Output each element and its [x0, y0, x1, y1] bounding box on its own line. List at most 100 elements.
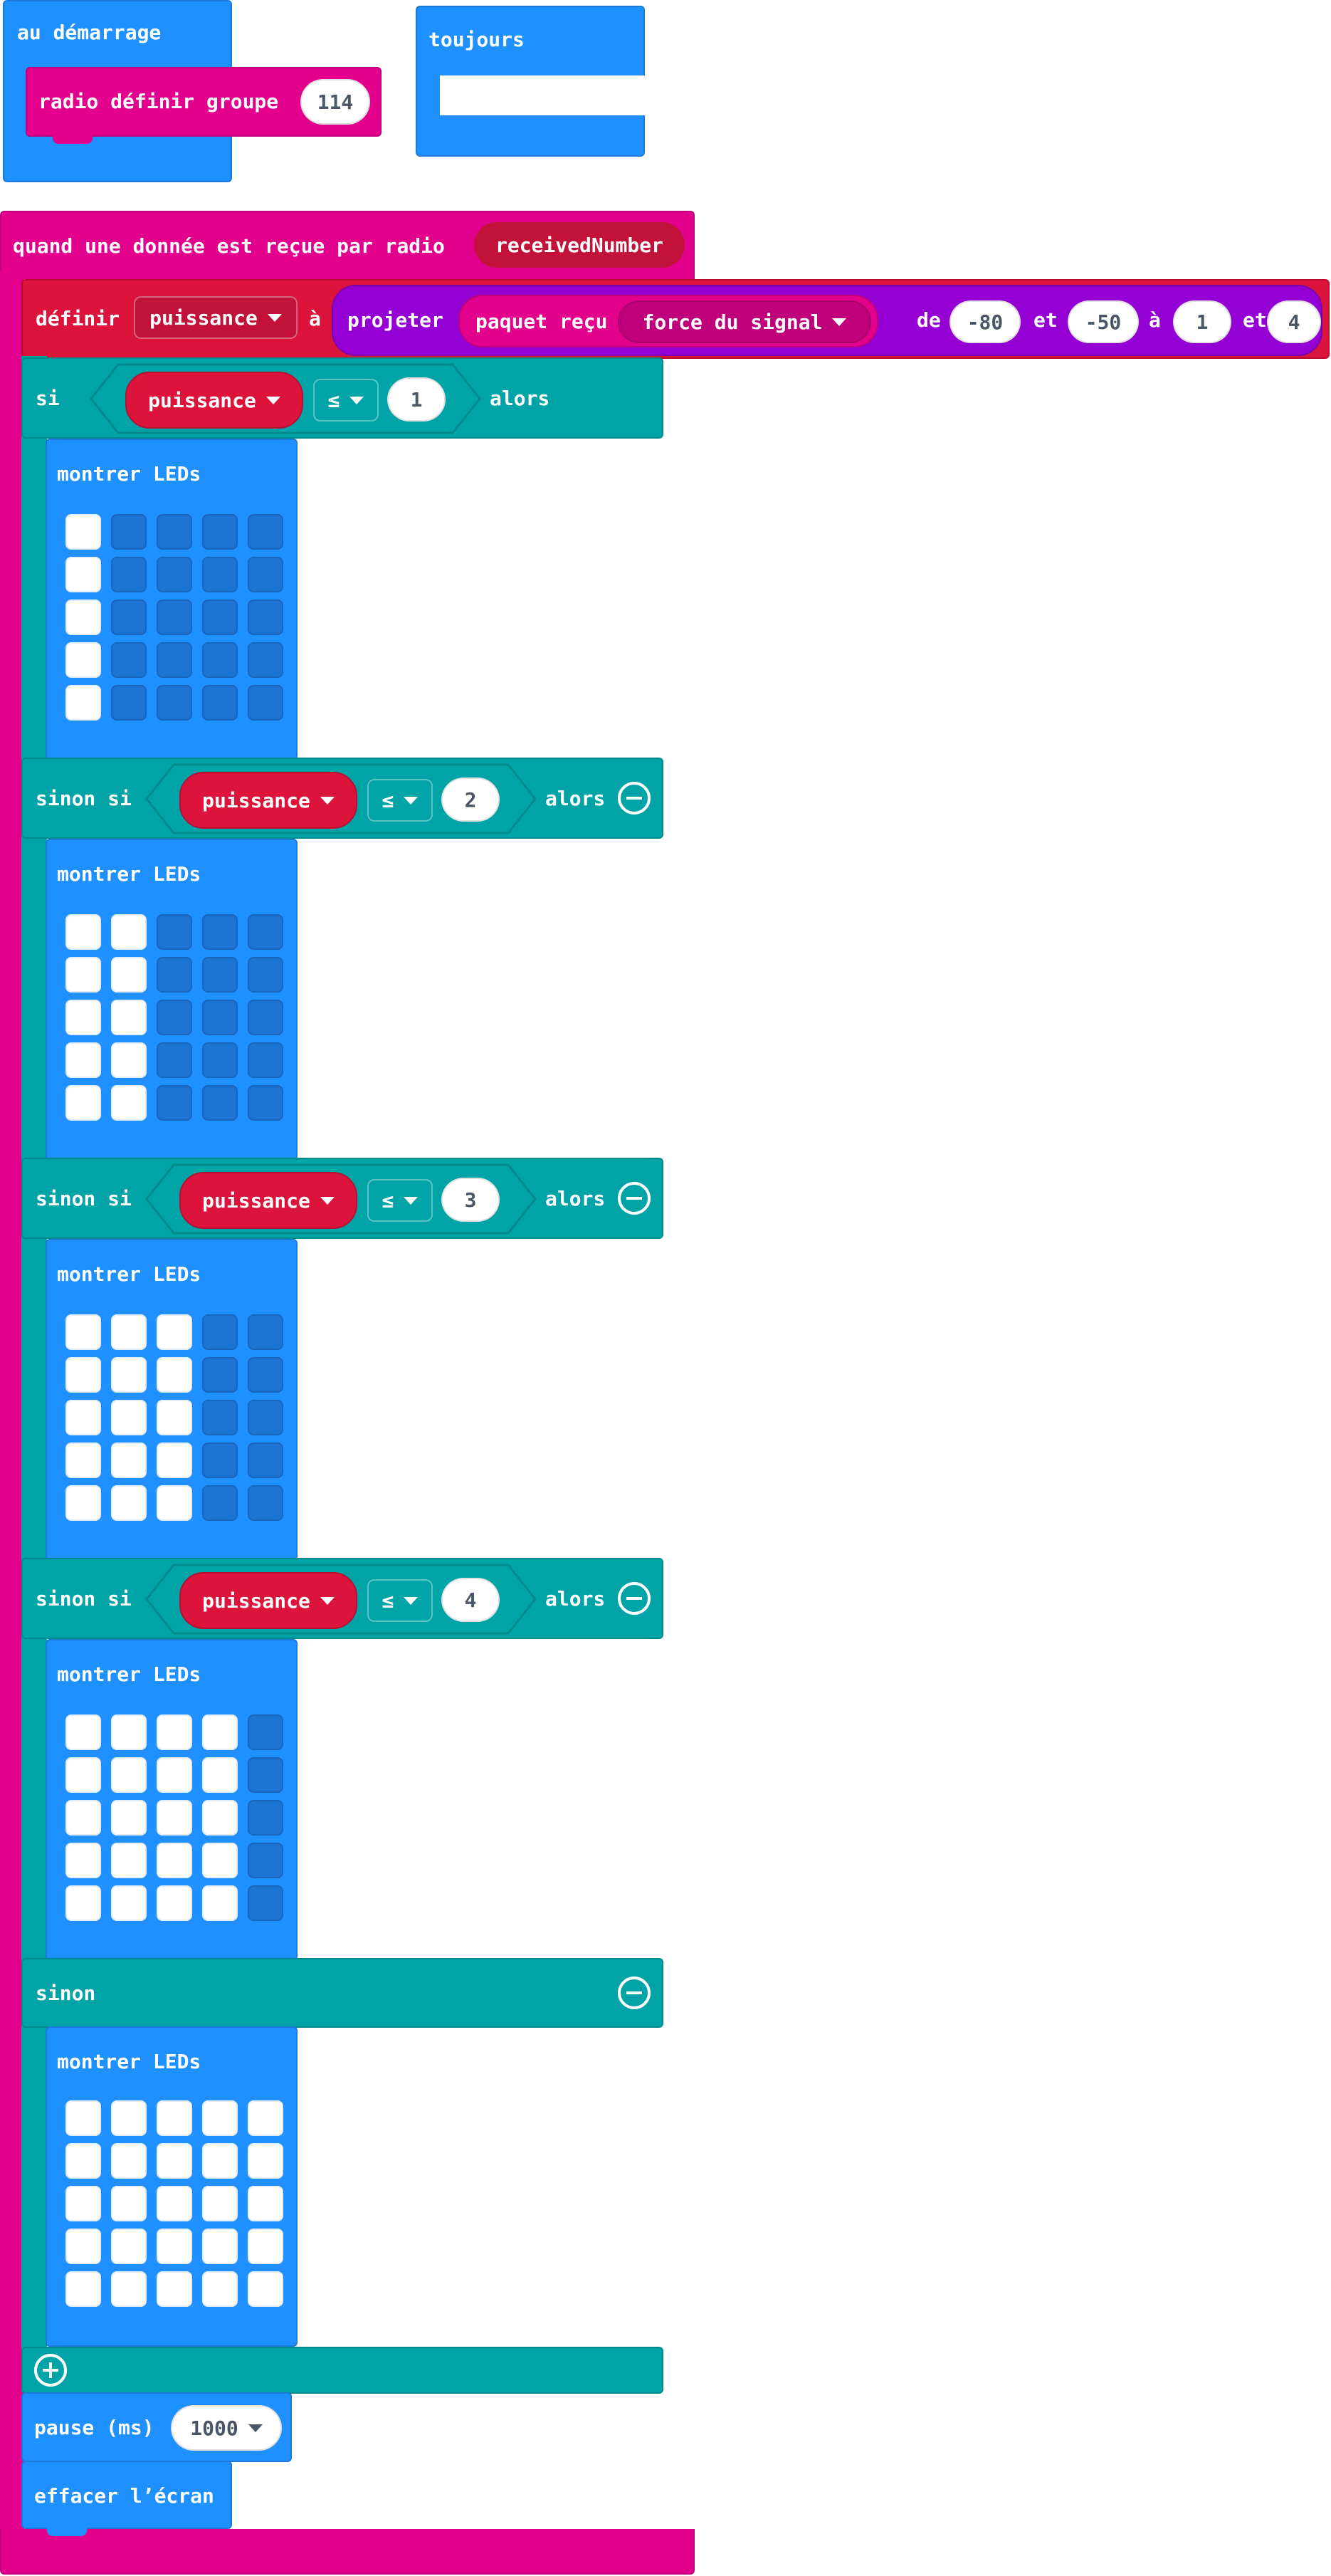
comparison-variable-1[interactable]: puissance	[125, 372, 303, 429]
led-cell[interactable]	[202, 1314, 238, 1350]
led-cell[interactable]	[248, 1085, 283, 1121]
led-cell[interactable]	[202, 2229, 238, 2264]
forever-block[interactable]: toujours	[416, 6, 648, 157]
led-cell[interactable]	[111, 1800, 147, 1836]
led-cell[interactable]	[65, 957, 101, 993]
led-cell[interactable]	[202, 2100, 238, 2136]
on-radio-received-block[interactable]: quand une donnée est reçue par radio rec…	[0, 211, 695, 279]
led-cell[interactable]	[111, 1757, 147, 1793]
led-cell[interactable]	[111, 2229, 147, 2264]
led-cell[interactable]	[157, 2143, 192, 2179]
led-cell[interactable]	[157, 1400, 192, 1435]
from-low-input[interactable]: -80	[949, 300, 1021, 343]
led-cell[interactable]	[157, 1357, 192, 1393]
led-cell[interactable]	[248, 642, 283, 678]
show-leds-block-1[interactable]: montrer LEDs	[46, 439, 298, 760]
led-cell[interactable]	[248, 600, 283, 635]
led-cell[interactable]	[65, 1400, 101, 1435]
led-cell[interactable]	[157, 1042, 192, 1078]
led-cell[interactable]	[157, 1843, 192, 1878]
led-cell[interactable]	[157, 514, 192, 550]
led-cell[interactable]	[248, 1443, 283, 1478]
led-grid-2[interactable]	[65, 914, 286, 1135]
led-cell[interactable]	[248, 514, 283, 550]
led-cell[interactable]	[202, 1357, 238, 1393]
led-cell[interactable]	[65, 1314, 101, 1350]
led-cell[interactable]	[248, 2271, 283, 2307]
led-cell[interactable]	[248, 1885, 283, 1921]
comparison-value-input-4[interactable]: 4	[441, 1578, 500, 1622]
led-cell[interactable]	[157, 1085, 192, 1121]
pause-duration-dropdown[interactable]: 1000	[171, 2405, 282, 2451]
led-cell[interactable]	[111, 1400, 147, 1435]
led-cell[interactable]	[202, 914, 238, 950]
led-cell[interactable]	[65, 1443, 101, 1478]
led-cell[interactable]	[157, 1885, 192, 1921]
show-leds-block-2[interactable]: montrer LEDs	[46, 839, 298, 1161]
led-cell[interactable]	[248, 2229, 283, 2264]
led-cell[interactable]	[65, 1885, 101, 1921]
else-if-header-2[interactable]: sinon si puissance ≤ 2 alors	[21, 758, 663, 839]
led-cell[interactable]	[65, 2271, 101, 2307]
led-cell[interactable]	[202, 642, 238, 678]
led-cell[interactable]	[111, 1085, 147, 1121]
led-cell[interactable]	[202, 1443, 238, 1478]
led-cell[interactable]	[111, 2143, 147, 2179]
add-branch-icon[interactable]	[34, 2354, 67, 2387]
led-cell[interactable]	[248, 2186, 283, 2221]
show-leds-block-5[interactable]: montrer LEDs	[46, 2026, 298, 2347]
pause-block[interactable]: pause (ms) 1000	[21, 2392, 292, 2462]
led-cell[interactable]	[202, 1714, 238, 1750]
from-high-input[interactable]: -50	[1068, 300, 1139, 343]
set-variable-block[interactable]: définir puissance à projeter paquet reçu…	[21, 279, 1330, 359]
received-number-param[interactable]: receivedNumber	[474, 222, 685, 268]
led-cell[interactable]	[65, 642, 101, 678]
led-cell[interactable]	[65, 1757, 101, 1793]
led-cell[interactable]	[248, 1714, 283, 1750]
led-cell[interactable]	[157, 957, 192, 993]
operator-dropdown-1[interactable]: ≤	[313, 379, 379, 422]
operator-dropdown-3[interactable]: ≤	[367, 1179, 433, 1222]
led-cell[interactable]	[202, 1757, 238, 1793]
to-low-input[interactable]: 1	[1173, 300, 1231, 343]
led-cell[interactable]	[248, 1485, 283, 1521]
comparison-value-input-1[interactable]: 1	[387, 377, 446, 422]
led-cell[interactable]	[111, 685, 147, 721]
led-cell[interactable]	[65, 2100, 101, 2136]
led-cell[interactable]	[65, 685, 101, 721]
led-cell[interactable]	[65, 1042, 101, 1078]
map-block[interactable]: projeter paquet reçu force du signal de …	[332, 285, 1322, 356]
show-leds-block-3[interactable]: montrer LEDs	[46, 1239, 298, 1561]
led-grid-3[interactable]	[65, 1314, 286, 1535]
else-header[interactable]: sinon	[21, 1958, 663, 2028]
led-cell[interactable]	[111, 2271, 147, 2307]
led-cell[interactable]	[65, 1085, 101, 1121]
variable-dropdown[interactable]: puissance	[134, 296, 298, 339]
led-cell[interactable]	[65, 914, 101, 950]
led-grid-5[interactable]	[65, 2100, 286, 2321]
comparison-value-input-3[interactable]: 3	[441, 1178, 500, 1222]
comparison-variable-2[interactable]: puissance	[179, 772, 357, 829]
led-cell[interactable]	[111, 1843, 147, 1878]
led-cell[interactable]	[157, 1714, 192, 1750]
led-cell[interactable]	[202, 1000, 238, 1035]
led-cell[interactable]	[65, 514, 101, 550]
led-cell[interactable]	[157, 642, 192, 678]
led-cell[interactable]	[65, 1800, 101, 1836]
remove-branch-icon[interactable]	[618, 1182, 651, 1215]
led-cell[interactable]	[157, 685, 192, 721]
led-cell[interactable]	[65, 1843, 101, 1878]
led-cell[interactable]	[157, 600, 192, 635]
led-cell[interactable]	[111, 957, 147, 993]
led-cell[interactable]	[248, 1357, 283, 1393]
led-cell[interactable]	[202, 957, 238, 993]
to-high-input[interactable]: 4	[1267, 300, 1321, 343]
led-cell[interactable]	[157, 1757, 192, 1793]
led-cell[interactable]	[111, 2186, 147, 2221]
led-cell[interactable]	[111, 2100, 147, 2136]
led-cell[interactable]	[202, 1400, 238, 1435]
led-grid-4[interactable]	[65, 1714, 286, 1935]
led-cell[interactable]	[202, 685, 238, 721]
remove-else-icon[interactable]	[618, 1976, 651, 2009]
led-cell[interactable]	[202, 600, 238, 635]
